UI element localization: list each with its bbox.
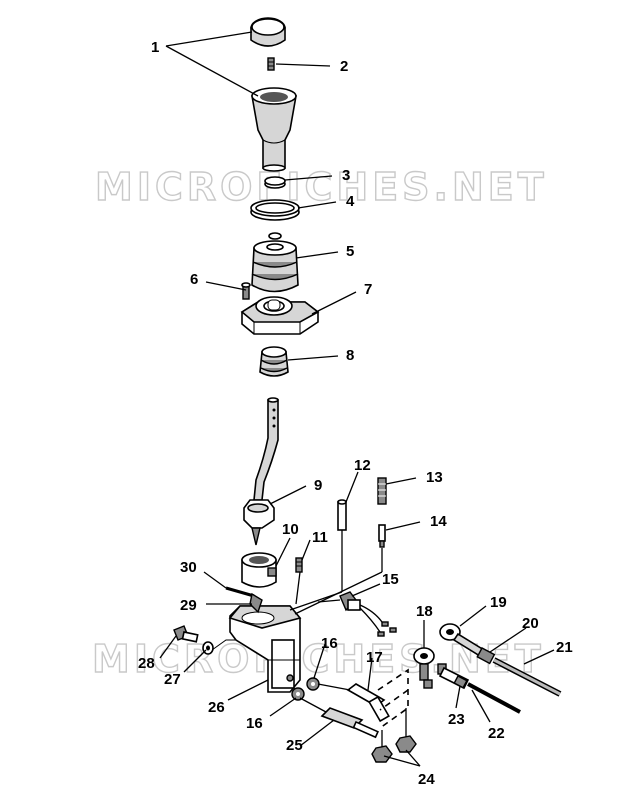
callout-29: 29 — [180, 597, 197, 614]
callout-22: 22 — [488, 725, 505, 742]
callout-28: 28 — [138, 655, 155, 672]
part-pin-30 — [225, 586, 255, 598]
part-plunger-14 — [378, 524, 386, 548]
callout-6: 6 — [190, 271, 198, 288]
callout-15: 15 — [382, 571, 399, 588]
callout-5: 5 — [346, 243, 354, 260]
watermark-top: MICROFICHES.NET — [95, 165, 548, 209]
part-spring-13 — [377, 477, 387, 505]
callout-21: 21 — [556, 639, 573, 656]
part-link-25 — [299, 697, 379, 739]
part-lower-boot — [259, 346, 289, 377]
callout-20: 20 — [522, 615, 539, 632]
callout-13: 13 — [426, 469, 443, 486]
part-switch-15 — [339, 591, 397, 637]
part-spring-11 — [295, 557, 303, 573]
callout-11: 11 — [312, 529, 328, 546]
part-bolt-6 — [241, 282, 251, 300]
callout-12: 12 — [354, 457, 371, 474]
part-nut-24a — [371, 745, 393, 763]
callout-16b: 16 — [246, 715, 263, 732]
part-link-17 — [317, 683, 390, 723]
callout-labels: 1 2 3 4 5 6 7 8 9 10 11 12 13 14 15 16 1… — [138, 39, 573, 788]
leader-lines — [159, 31, 555, 767]
part-bracket-plate — [240, 296, 320, 335]
part-shift-handle — [251, 87, 297, 172]
part-large-ring — [250, 199, 300, 221]
part-boot — [251, 232, 299, 293]
callout-30: 30 — [180, 559, 197, 576]
callout-7: 7 — [364, 281, 372, 298]
linkage-lines — [289, 530, 383, 615]
part-washer-16a — [306, 677, 320, 691]
callout-10: 10 — [282, 521, 299, 538]
part-pin-12 — [337, 499, 347, 531]
callout-19: 19 — [490, 594, 507, 611]
part-collar — [241, 552, 277, 588]
callout-1: 1 — [151, 39, 159, 56]
callout-25: 25 — [286, 737, 303, 754]
callout-23: 23 — [448, 711, 465, 728]
callout-14: 14 — [430, 513, 447, 530]
part-nut-24b — [395, 735, 417, 753]
watermark-bottom: MICROFICHES.NET — [92, 637, 545, 681]
callout-26: 26 — [208, 699, 225, 716]
callout-16a: 16 — [321, 635, 338, 652]
part-cable-19-21 — [439, 623, 562, 697]
callout-8: 8 — [346, 347, 354, 364]
part-small-ring — [264, 176, 286, 189]
dashed-guides — [377, 668, 409, 748]
callout-27: 27 — [164, 671, 181, 688]
callout-18: 18 — [416, 603, 433, 620]
callout-2: 2 — [340, 58, 348, 75]
part-washer-16b — [291, 687, 305, 701]
part-shift-lever — [243, 397, 279, 546]
part-adjuster-22-23 — [437, 663, 521, 714]
part-shifter-housing — [211, 605, 302, 693]
callout-17: 17 — [366, 649, 383, 666]
part-knob-cap — [250, 17, 286, 47]
part-bolt-28 — [173, 625, 199, 643]
part-clip-29 — [249, 592, 263, 614]
callout-3: 3 — [342, 167, 350, 184]
callout-9: 9 — [314, 477, 322, 494]
callout-4: 4 — [346, 193, 355, 210]
callout-24: 24 — [418, 771, 435, 788]
part-rod-end-18 — [413, 647, 435, 689]
part-set-screw — [267, 57, 275, 71]
